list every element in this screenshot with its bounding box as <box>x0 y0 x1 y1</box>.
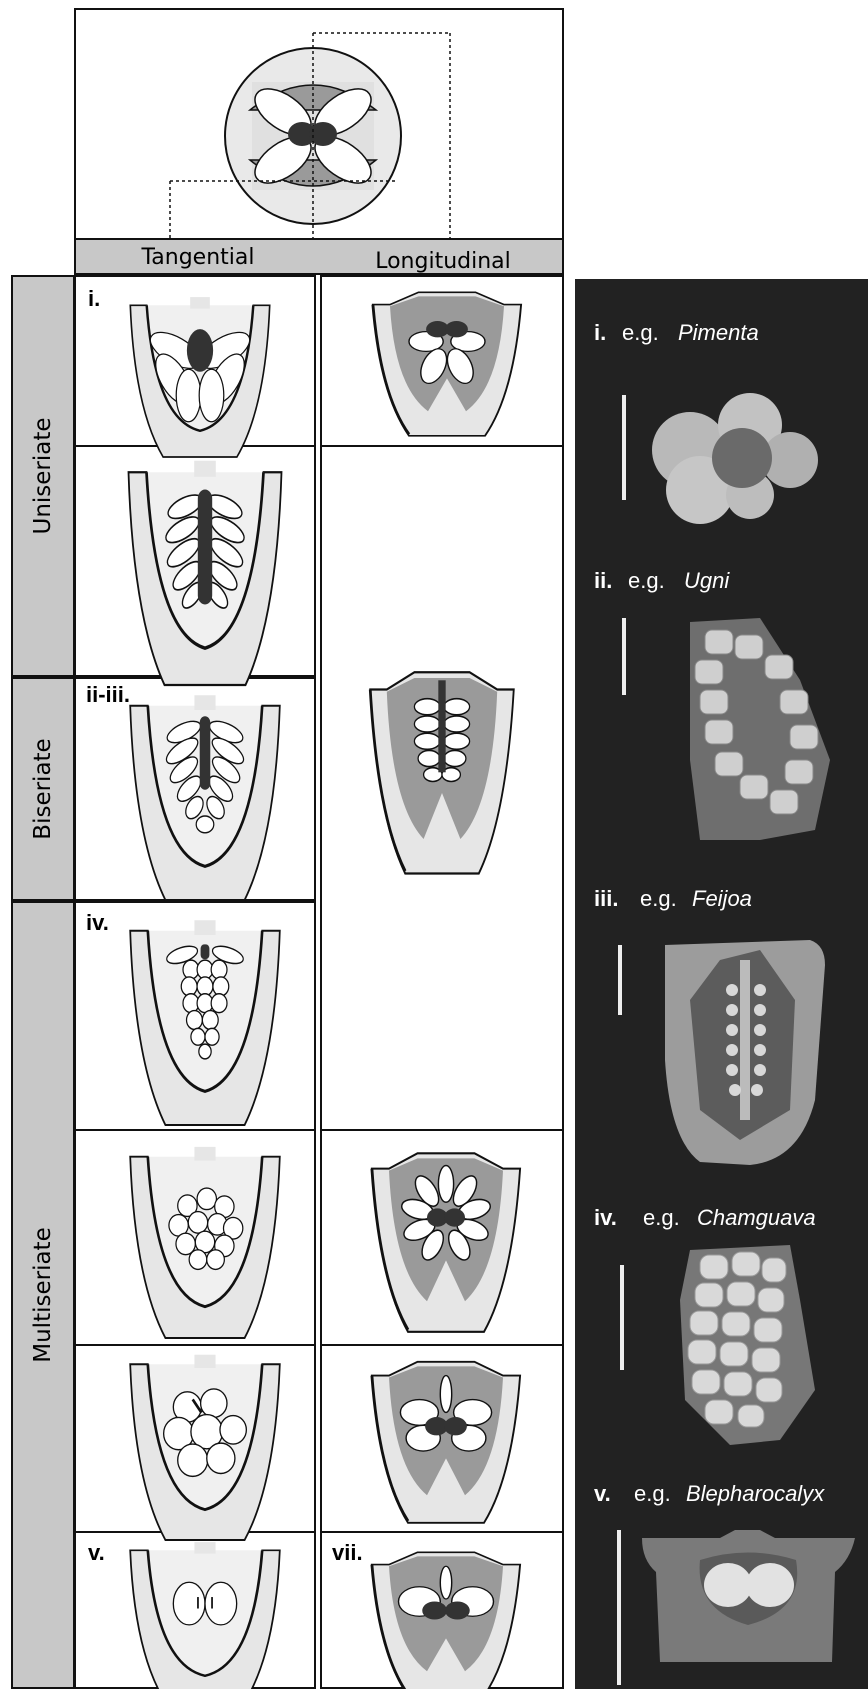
example-i-prefix: e.g. <box>622 320 659 345</box>
tangential-diagram-multiseriate-2 <box>130 1147 280 1338</box>
tangential-diagram-iv <box>130 920 280 1125</box>
example-ii-number: ii. <box>594 568 612 593</box>
longitudinal-diagram-multiseriate-1 <box>372 1153 520 1332</box>
example-iv-prefix: e.g. <box>643 1205 680 1230</box>
example-v-number: v. <box>594 1481 611 1506</box>
cell-label-i: i. <box>88 286 100 311</box>
cell-label-iv: iv. <box>86 910 109 935</box>
group-label-biseriate: Biseriate <box>30 738 56 839</box>
example-v-genus: Blepharocalyx <box>686 1481 825 1506</box>
example-i-number: i. <box>594 320 606 345</box>
example-i-genus: Pimenta <box>678 320 759 345</box>
group-label-multiseriate: Multiseriate <box>30 1227 56 1362</box>
example-iii-genus: Feijoa <box>692 886 752 911</box>
example-iii-prefix: e.g. <box>640 886 677 911</box>
tangential-diagram-uniseriate-2 <box>129 461 282 685</box>
example-iii-number: iii. <box>594 886 618 911</box>
example-iv-genus: Chamguava <box>697 1205 816 1230</box>
cell-label-vii: vii. <box>332 1540 363 1565</box>
column-header-longitudinal: Longitudinal <box>375 249 511 274</box>
cell-label-ii-iii: ii-iii. <box>86 682 130 707</box>
tangential-diagram-v <box>130 1542 280 1689</box>
photo-feijoa <box>665 940 825 1165</box>
longitudinal-diagram-i <box>373 292 521 436</box>
longitudinal-diagram-ii-iii <box>370 672 514 873</box>
cell-label-v: v. <box>88 1540 105 1565</box>
longitudinal-diagram-multiseriate-2 <box>372 1362 520 1523</box>
example-iv-number: iv. <box>594 1205 617 1230</box>
example-ii-prefix: e.g. <box>628 568 665 593</box>
longitudinal-diagram-vii <box>372 1552 520 1689</box>
tangential-diagram-i <box>130 297 269 457</box>
tangential-diagram-ii-iii <box>130 695 280 900</box>
tangential-diagram-multiseriate-3 <box>130 1355 280 1540</box>
column-header-tangential: Tangential <box>141 245 255 270</box>
example-v-prefix: e.g. <box>634 1481 671 1506</box>
photo-chamguava <box>680 1245 815 1445</box>
photo-blepharocalyx <box>642 1530 855 1662</box>
group-label-uniseriate: Uniseriate <box>30 417 56 534</box>
example-ii-genus: Ugni <box>684 568 730 593</box>
